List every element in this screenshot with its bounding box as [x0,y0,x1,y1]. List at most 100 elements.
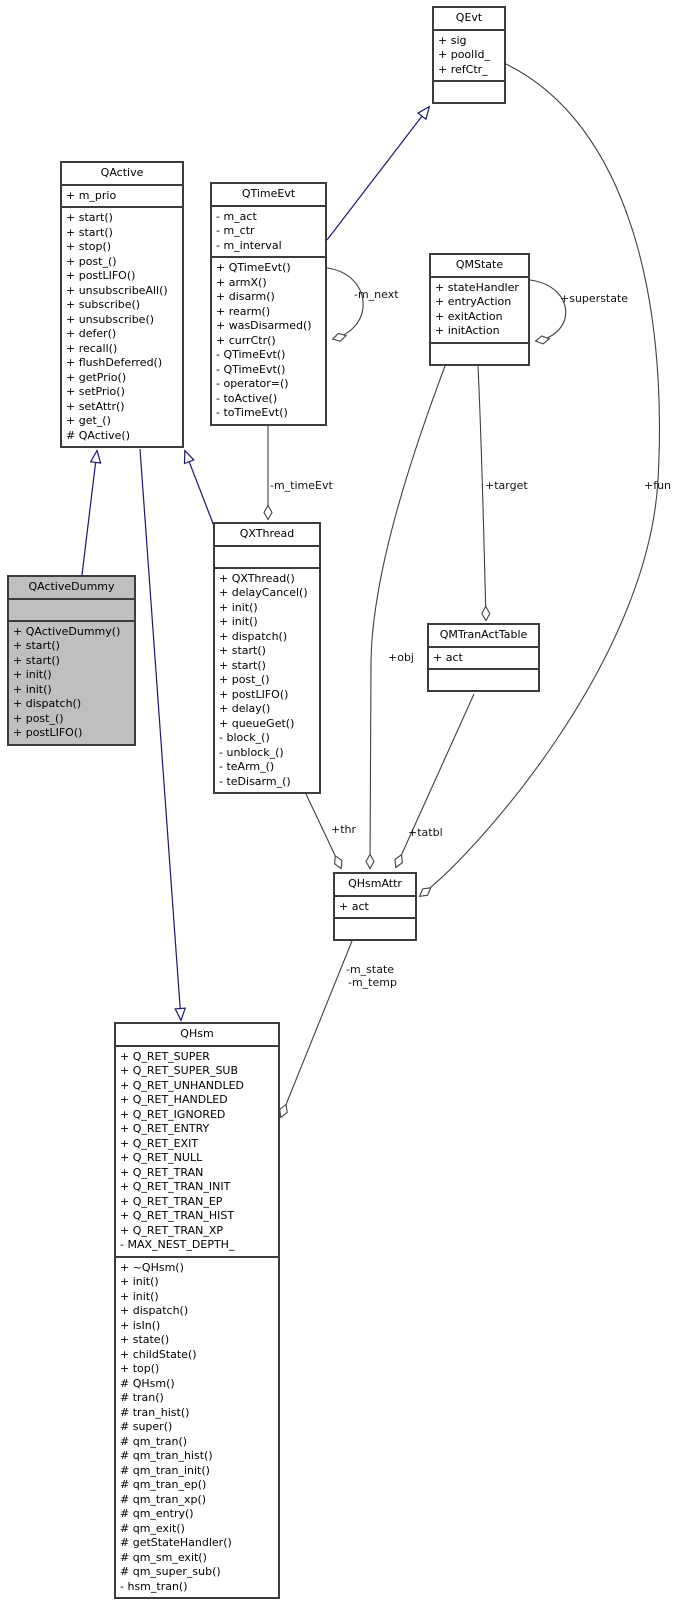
edge-label-m-timeevt: -m_timeEvt [270,479,333,492]
class-qactivedummy-title: QActiveDummy [9,577,134,600]
member-row: + start() [219,644,266,657]
member-row: + Q_RET_NULL [120,1151,203,1164]
class-qhsm-methods: + ~QHsm()+ init()+ init()+ dispatch()+ i… [116,1258,278,1598]
member-row: + disarm() [216,290,275,303]
member-row: - hsm_tran() [120,1579,188,1593]
class-qxthread: QXThread + QXThread()+ delayCancel()+ in… [213,522,321,794]
member-row: + init() [13,668,52,681]
member-row: - operator=() [216,377,289,390]
member-row: # QActive() [66,428,130,442]
edge-tatbl [396,693,475,867]
member-row: + Q_RET_TRAN_INIT [120,1180,231,1193]
member-row: + queueGet() [219,716,295,730]
member-row: - m_interval [216,238,282,252]
member-row: + delayCancel() [219,586,308,599]
class-qmtranacttable-title: QMTranActTable [429,625,538,648]
member-row: - block_() [219,731,270,744]
class-qactive-attributes: + m_prio [62,186,182,208]
edge-label-m-next: -m_next [354,288,399,301]
member-row: - teArm_() [219,760,275,773]
class-qhsm: QHsm + Q_RET_SUPER+ Q_RET_SUPER_SUB+ Q_R… [114,1022,280,1599]
member-row: + postLIFO() [13,726,83,739]
member-row: + childState() [120,1347,197,1361]
member-row: # qm_super_sub() [120,1565,221,1578]
edge-label-obj: +obj [388,651,414,664]
edge-label-fun: +fun [644,479,672,492]
edge-fun [420,63,661,896]
class-qmtranacttable: QMTranActTable + act [427,623,540,692]
class-qevt-title: QEvt [434,8,504,31]
member-row: + init() [120,1289,159,1303]
member-row: + dispatch() [219,629,288,643]
edge-label-tatbl: +tatbl [408,826,443,839]
member-row: + Q_RET_UNHANDLED [120,1078,245,1092]
member-row: + postLIFO() [66,269,136,282]
member-row: # super() [120,1420,173,1433]
member-row: - m_act [216,209,257,223]
member-row: + start() [13,639,60,652]
class-qhsmattr-methods [335,919,415,939]
member-row: + Q_RET_SUPER [120,1049,210,1063]
member-row: + Q_RET_TRAN_HIST [120,1209,235,1222]
class-qhsmattr-title: QHsmAttr [335,874,415,897]
member-row: + start() [219,658,266,672]
member-row: + QXThread() [219,571,295,585]
member-row: + post_() [66,254,117,268]
class-qactive-title: QActive [62,163,182,186]
member-row: + exitAction [435,309,503,323]
class-qtimeevt-attributes: - m_act- m_ctr- m_interval [212,207,325,258]
member-row: # qm_tran_hist() [120,1449,213,1462]
member-row: # qm_exit() [120,1521,185,1535]
member-row: + subscribe() [66,298,141,311]
member-row: # qm_tran_init() [120,1463,210,1477]
edge-label-m-state: -m_state [346,963,395,976]
edge-inheritance-qactivedummy-qactive [81,451,97,576]
member-row: # qm_sm_exit() [120,1550,207,1564]
edge-target [477,365,486,620]
edge-label-superstate: +superstate [560,292,629,305]
edge-inheritance-qtimeevt-qevt [326,107,429,241]
class-qtimeevt-title: QTimeEvt [212,184,325,207]
class-qxthread-attributes [215,547,319,569]
edge-inheritance-qactive-qhsm [139,448,181,1020]
edge-obj [370,365,446,868]
member-row: + Q_RET_SUPER_SUB [120,1064,239,1077]
class-qevt-attributes: + sig+ poolId_+ refCtr_ [434,31,504,82]
class-qhsmattr-attributes: + act [335,897,415,919]
member-row: + wasDisarmed() [216,319,312,332]
class-qactive: QActive + m_prio + start()+ start()+ sto… [60,161,184,448]
edge-label-thr: +thr [331,823,357,836]
class-qtimeevt: QTimeEvt - m_act- m_ctr- m_interval + QT… [210,182,327,426]
class-qhsmattr: QHsmAttr + act [333,872,417,941]
member-row: # QHsm() [120,1376,175,1390]
member-row: + QActiveDummy() [13,624,121,638]
class-qmtranacttable-methods [429,670,538,690]
member-row: + act [433,650,463,664]
member-row: + entryAction [435,295,512,308]
member-row: + stateHandler [435,280,519,294]
member-row: + rearm() [216,304,271,318]
member-row: + QTimeEvt() [216,261,291,274]
member-row: # tran_hist() [120,1405,190,1419]
member-row: + armX() [216,275,267,289]
member-row: + Q_RET_TRAN_EP [120,1194,223,1208]
member-row: - MAX_NEST_DEPTH_ [120,1238,235,1251]
member-row: + top() [120,1362,160,1375]
member-row: + start() [66,211,113,224]
member-row: - QTimeEvt() [216,348,286,361]
member-row: + ~QHsm() [120,1260,184,1274]
class-qmstate-methods [431,344,528,364]
member-row: + post_() [13,711,64,725]
member-row: # qm_tran() [120,1434,188,1448]
member-row: + recall() [66,341,118,355]
member-row: + unsubscribeAll() [66,283,168,297]
class-qmstate: QMState + stateHandler+ entryAction+ exi… [429,253,530,366]
class-qtimeevt-methods: + QTimeEvt()+ armX()+ disarm()+ rearm()+… [212,258,325,424]
member-row: + state() [120,1333,170,1346]
member-row: + start() [13,653,60,667]
class-qmstate-title: QMState [431,255,528,278]
member-row: # qm_entry() [120,1507,194,1520]
member-row: + initAction [435,324,500,337]
member-row: - m_ctr [216,224,255,237]
